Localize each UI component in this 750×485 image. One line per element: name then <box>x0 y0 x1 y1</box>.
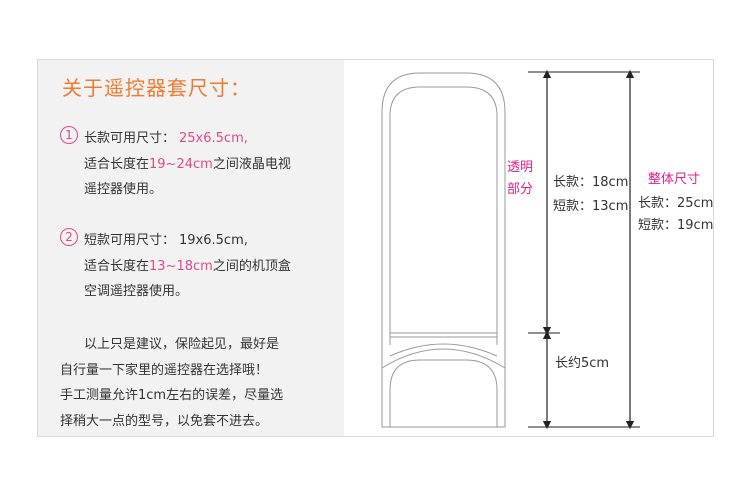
overall-short-size: 短款：19cm <box>638 218 714 233</box>
spec1-range-pre: 适合长度在 <box>84 157 150 172</box>
spec1-line1: 长款可用尺寸：25x6.5cm, <box>84 127 248 146</box>
transparent-short-size: 短款：13cm <box>553 199 629 214</box>
number-badge-2: 2 <box>60 228 78 246</box>
spec2-range: 13~18cm <box>149 259 213 274</box>
transparent-long-size: 长款：18cm <box>553 175 629 190</box>
dimension-guides <box>528 71 640 428</box>
spec1-range: 19~24cm <box>149 157 213 172</box>
cover-pocket-band <box>389 343 498 357</box>
number-badge-1: 1 <box>60 126 78 144</box>
info-panel <box>38 60 344 436</box>
spec2-range-pre: 适合长度在 <box>84 259 150 274</box>
transparent-bottom-seam <box>390 332 497 338</box>
cover-pocket-top <box>381 348 506 369</box>
cover-pocket-flap <box>389 359 498 427</box>
bottom-length-label: 长约5cm <box>555 356 610 371</box>
spec2-label: 短款可用尺寸： <box>84 233 176 248</box>
transparent-label-line2: 部分 <box>507 182 534 197</box>
spec2-line3: 空调遥控器使用。 <box>84 284 189 299</box>
spec1-range-post: 之间液晶电视 <box>212 157 291 172</box>
overall-long-size: 长款：25cm <box>638 196 714 211</box>
transparent-label-line1: 透明 <box>507 160 534 175</box>
page-title: 关于遥控器套尺寸： <box>62 76 251 100</box>
spec2-line2: 适合长度在13~18cm之间的机顶盒 <box>84 255 291 274</box>
spec2-range-post: 之间的机顶盒 <box>212 259 291 274</box>
overall-size-title: 整体尺寸 <box>648 172 701 187</box>
cover-outer-edge <box>381 72 506 428</box>
spec2-size: 19x6.5cm, <box>179 233 248 248</box>
spec1-line3: 遥控器使用。 <box>84 182 163 197</box>
note-line1: 以上只是建议，保险起见，最好是 <box>84 337 280 352</box>
remote-cover-outline <box>381 72 506 428</box>
note-line4: 择稍大一点的型号，以免套不进去。 <box>60 414 269 429</box>
note-line2: 自行量一下家里的遥控器在选择哦！ <box>60 363 269 378</box>
spec1-size: 25x6.5cm, <box>179 131 248 146</box>
spec1-label: 长款可用尺寸： <box>84 131 176 146</box>
spec2-line1: 短款可用尺寸：19x6.5cm, <box>84 229 248 248</box>
dimension-arrows <box>542 69 635 430</box>
spec1-line2: 适合长度在19~24cm之间液晶电视 <box>84 153 291 172</box>
note-line3: 手工测量允许1cm左右的误差，尽量选 <box>60 388 284 403</box>
content-frame <box>37 59 714 437</box>
cover-inner-edge <box>389 86 498 345</box>
